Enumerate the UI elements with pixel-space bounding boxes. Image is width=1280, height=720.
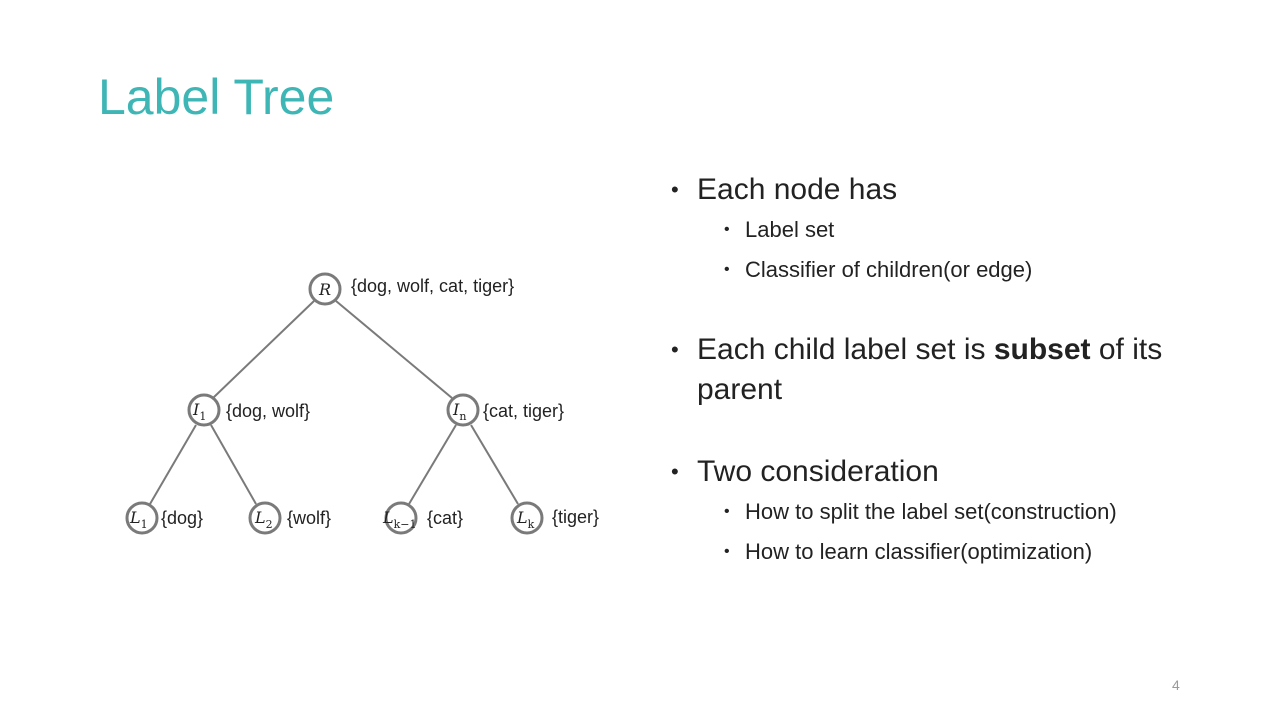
- node-subscript: 1: [199, 410, 206, 423]
- edge-root-in: [335, 300, 453, 399]
- tree-node-i1: I1: [187, 393, 221, 427]
- tree-node-lk: Lk: [510, 501, 544, 535]
- node-set-lk: {tiger}: [552, 507, 599, 527]
- edge-in-lk1: [408, 424, 457, 505]
- edge-i1-l2: [210, 424, 257, 505]
- node-subscript: k: [528, 518, 535, 531]
- bullet-subset-bold: subset: [993, 333, 1091, 366]
- edge-in-lk: [470, 424, 519, 505]
- bullet-subset-text-after: of its parent: [697, 333, 1163, 406]
- node-subscript: n: [459, 410, 466, 423]
- bullet-each-node: Each node has: [668, 170, 1228, 210]
- page-number: 4: [1172, 677, 1180, 693]
- bullet-two-consideration: Two consideration: [668, 452, 1228, 492]
- sub-bullet-split: How to split the label set(construction): [668, 492, 1228, 532]
- svg-text:Lk: Lk: [516, 508, 535, 531]
- node-set-l2: {wolf}: [287, 508, 331, 528]
- svg-text:L2: L2: [254, 508, 273, 531]
- node-label: I: [452, 400, 460, 419]
- sub-bullet-label-set: Label set: [668, 210, 1228, 250]
- sub-bullet-classifier: Classifier of children(or edge): [668, 250, 1228, 290]
- sub-bullet-learn: How to learn classifier(optimization): [668, 532, 1228, 572]
- node-set-in: {cat, tiger}: [483, 401, 564, 421]
- node-subscript: k−1: [394, 518, 417, 531]
- tree-node-lk-minus-1: Lk−1: [382, 501, 418, 535]
- node-label: L: [129, 508, 141, 527]
- node-set-l1: {dog}: [161, 508, 203, 528]
- tree-node-l1: L1: [125, 501, 159, 535]
- node-label: L: [254, 508, 266, 527]
- node-label: L: [382, 508, 394, 527]
- svg-text:R: R: [318, 280, 331, 299]
- node-label: R: [318, 280, 331, 299]
- tree-node-in: In: [446, 393, 480, 427]
- bullet-subset: Each child label set is subset of its pa…: [668, 330, 1228, 410]
- bullet-list: Each node has Label set Classifier of ch…: [668, 170, 1228, 572]
- svg-text:In: In: [452, 400, 466, 423]
- node-subscript: 2: [266, 518, 273, 531]
- svg-text:Lk−1: Lk−1: [382, 508, 417, 531]
- node-label: I: [192, 400, 200, 419]
- bullet-subset-text-before: Each child label set is: [697, 333, 994, 366]
- node-set-root: {dog, wolf, cat, tiger}: [351, 276, 514, 296]
- tree-node-root: R: [308, 272, 342, 306]
- edge-root-i1: [212, 300, 315, 399]
- node-subscript: 1: [141, 518, 148, 531]
- svg-text:L1: L1: [129, 508, 148, 531]
- node-set-i1: {dog, wolf}: [226, 401, 310, 421]
- node-label: L: [516, 508, 528, 527]
- slide-title: Label Tree: [98, 69, 335, 125]
- tree-node-l2: L2: [248, 501, 282, 535]
- node-set-lk-minus-1: {cat}: [427, 508, 463, 528]
- svg-text:I1: I1: [192, 400, 206, 423]
- edge-i1-l1: [149, 424, 197, 505]
